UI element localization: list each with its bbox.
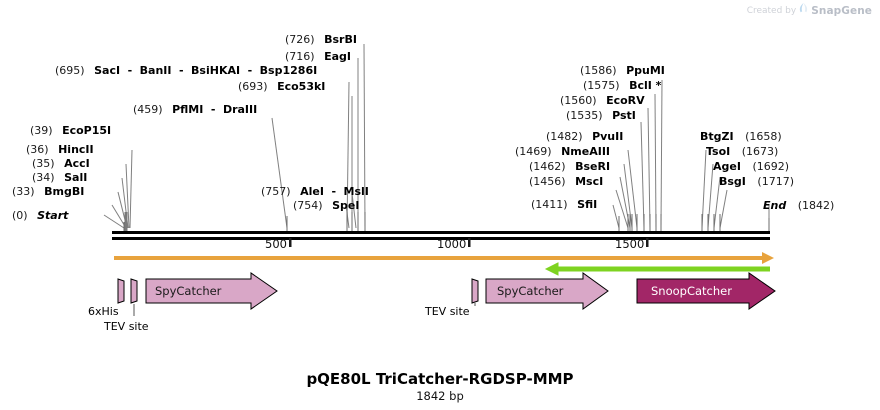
feature-spycatcher-2-arrow[interactable] (485, 272, 609, 310)
feature-label-spycatcher-2: SpyCatcher (497, 284, 564, 298)
snapgene-watermark: Created by SnapGene (747, 3, 872, 18)
feature-tev-site-2-box[interactable] (471, 278, 479, 304)
site-label-acci: (35) AccI (32, 157, 90, 170)
feature-label-tev-site-1: TEV site (104, 320, 149, 333)
ruler-tick-label-1500: 1500 (615, 237, 645, 251)
site-label-pvuii: (1482) PvuII (546, 130, 624, 143)
site-label-eco53ki: (693) Eco53kI (238, 80, 326, 93)
site-label-bmgbi: (33) BmgBI (12, 185, 85, 198)
site-label-btgzi: BtgZI (1658) (700, 130, 782, 143)
site-label-ppumi: (1586) PpuMI (580, 64, 665, 77)
site-label-saci-group: (695) SacI - BanII - BsiHKAI - Bsp1286I (55, 64, 318, 77)
site-label-sali: (34) SalI (32, 171, 88, 184)
site-label-bsrbi: (726) BsrBI (285, 33, 357, 46)
backbone-line (112, 231, 770, 240)
site-label-bcli: (1575) BclI * (583, 79, 662, 92)
page-title: pQE80L TriCatcher-RGDSP-MMP (306, 370, 574, 388)
green-arrow-reverse (544, 262, 770, 276)
site-label-start: (0) Start (12, 209, 69, 222)
site-label-agei: AgeI (1692) (713, 160, 790, 173)
feature-spycatcher-1-arrow[interactable] (145, 272, 278, 310)
site-label-alei-msli: (757) AleI - MslI (261, 185, 369, 198)
site-label-bseri: (1462) BseRI (529, 160, 611, 173)
site-label-spei: (754) SpeI (293, 199, 360, 212)
site-label-pflmi-draiii: (459) PflMI - DraIII (133, 103, 258, 116)
feature-label-tev-site-2: TEV site (425, 305, 470, 318)
feature-tev-site-1-box[interactable] (130, 278, 138, 304)
watermark-created-by-label: Created by (746, 5, 797, 16)
ruler-ticks (289, 238, 649, 247)
leader-lines-right (612, 79, 770, 229)
site-label-eagi: (716) EagI (285, 50, 351, 63)
site-label-end: End (1842) (763, 199, 835, 212)
feature-6xhis-box[interactable] (117, 278, 125, 304)
site-label-ecop15i: (39) EcoP15I (30, 124, 112, 137)
site-label-sfii: (1411) SfiI (531, 198, 598, 211)
feature-label-6xhis: 6xHis (88, 305, 119, 318)
feature-snoopcatcher-arrow[interactable] (636, 272, 776, 310)
site-label-nmeaiii: (1469) NmeAIII (515, 145, 610, 158)
site-label-hincii: (36) HincII (26, 143, 94, 156)
snapgene-leaf-icon (799, 3, 808, 18)
orf-orange-arrow (114, 252, 774, 264)
site-label-tsoi: TsoI (1673) (706, 145, 779, 158)
page-subtitle: 1842 bp (416, 389, 464, 403)
site-label-bsgi: BsgI (1717) (719, 175, 794, 188)
ruler-tick-label-1000: 1000 (437, 237, 467, 251)
site-label-psti: (1535) PstI (566, 109, 636, 122)
site-label-msci: (1456) MscI (529, 175, 604, 188)
watermark-brand-label: SnapGene (811, 4, 872, 17)
feature-label-snoopcatcher: SnoopCatcher (651, 284, 732, 298)
site-label-ecorv: (1560) EcoRV (560, 94, 645, 107)
feature-label-spycatcher-1: SpyCatcher (155, 284, 222, 298)
ruler-tick-label-500: 500 (265, 237, 287, 251)
restriction-site-ticks (123, 212, 770, 232)
